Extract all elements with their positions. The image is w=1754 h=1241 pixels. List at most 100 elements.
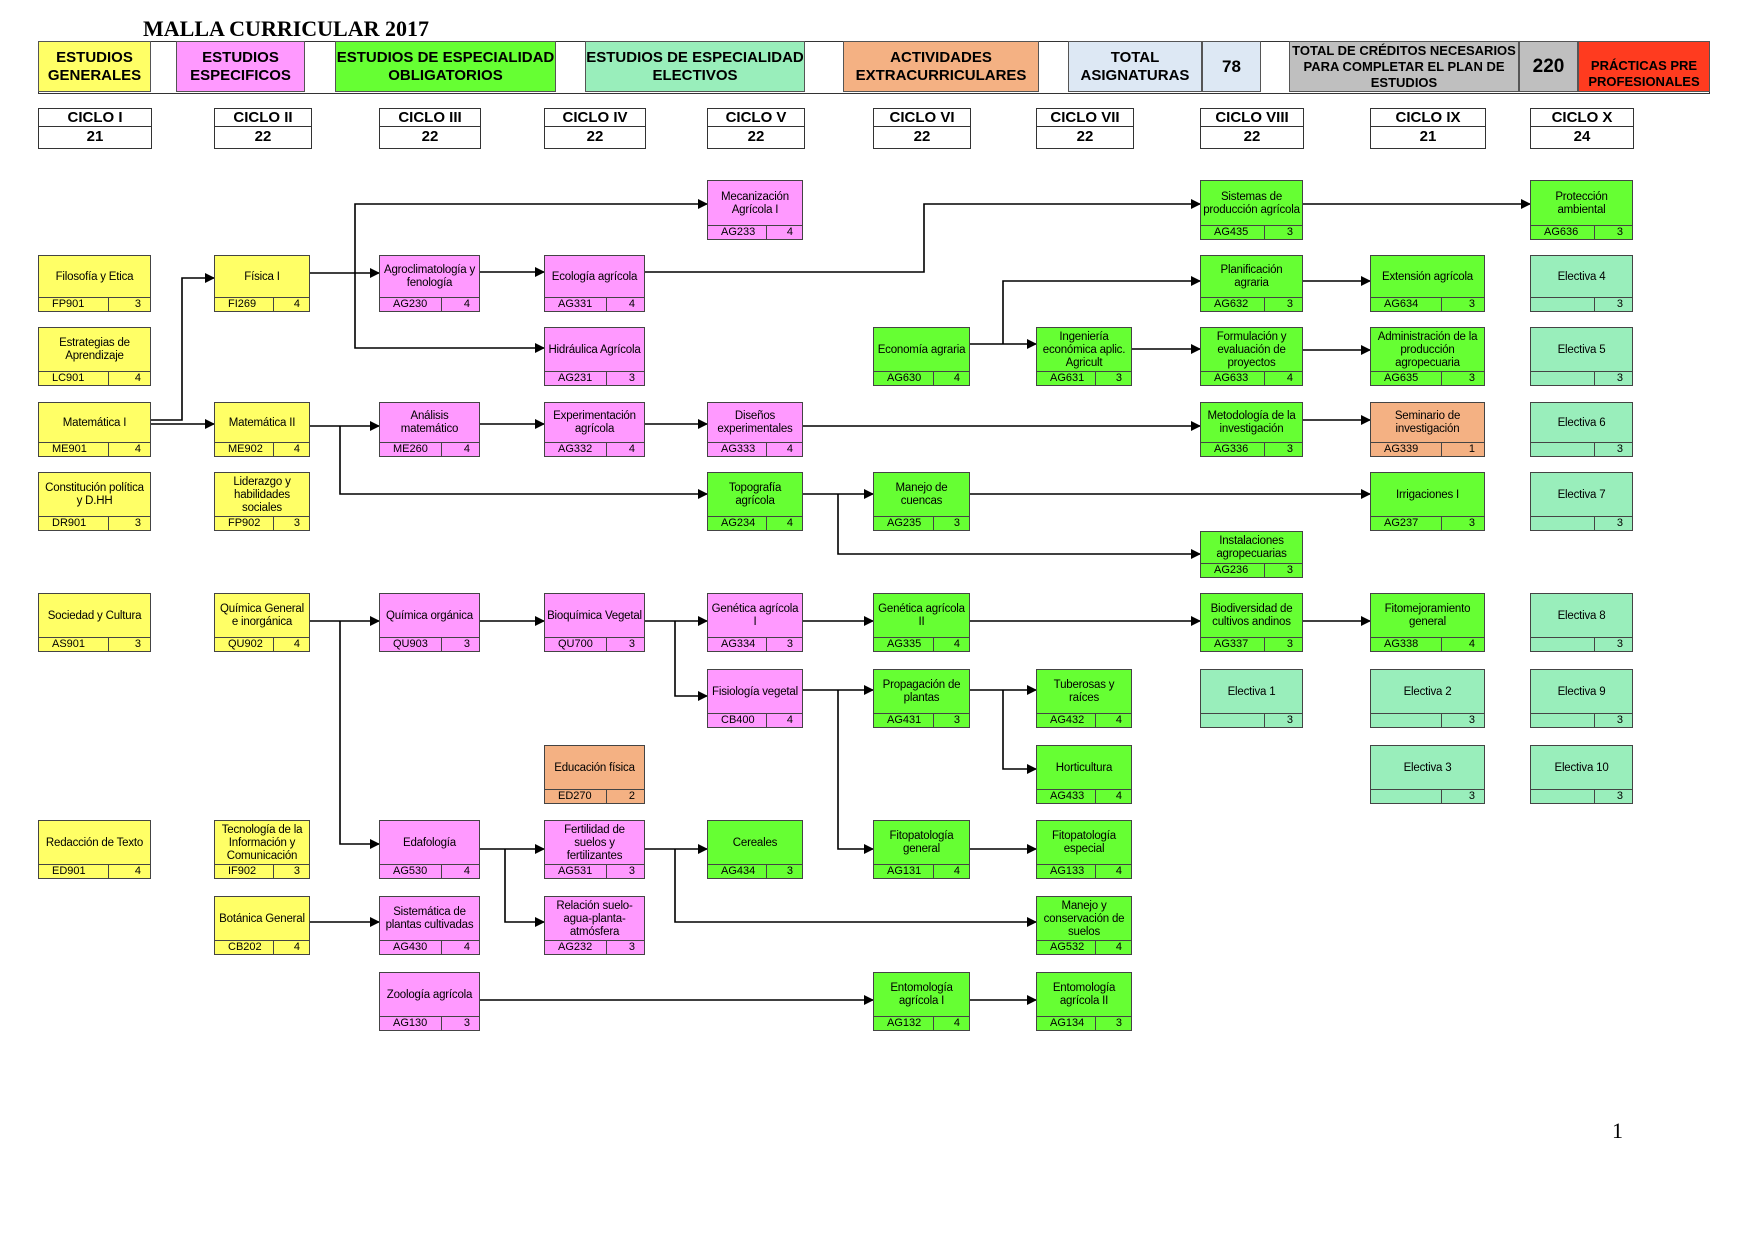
course-credits: 4 — [628, 443, 635, 455]
cycle-name: CICLO X — [1530, 108, 1634, 127]
course-footer-divider — [932, 372, 934, 385]
course-footer-divider — [1593, 298, 1595, 311]
course-credits: 3 — [628, 865, 635, 877]
course-name: Filosofía y Etica — [55, 270, 134, 283]
course-credits: 3 — [628, 372, 635, 384]
course-footer-divider — [606, 790, 608, 803]
course-credits: 3 — [1616, 638, 1623, 650]
course-name: Ecología agrícola — [551, 270, 638, 283]
course-code: AG230 — [393, 298, 428, 310]
course-credits: 3 — [953, 517, 960, 529]
course-credits: 3 — [134, 517, 141, 529]
course-credits: 3 — [1286, 226, 1293, 238]
course-footer-divider — [766, 865, 768, 878]
course-code: AG635 — [1384, 372, 1419, 384]
course-name: Tuberosas y raíces — [1053, 679, 1115, 704]
course-name: Seminario de investigación — [1394, 410, 1461, 435]
cycle-name: CICLO IV — [544, 108, 646, 127]
course-footer-divider — [1593, 714, 1595, 727]
course-name: Genética agrícola I — [711, 603, 799, 628]
course-credits: 4 — [953, 638, 960, 650]
cycle-name: CICLO VI — [873, 108, 971, 127]
prerequisite-arrow — [1002, 690, 1037, 774]
course-footer-divider — [1263, 443, 1265, 456]
course-footer-divider — [441, 865, 443, 878]
course-name: Metodología de la investigación — [1207, 410, 1296, 435]
course-credits: 3 — [1286, 638, 1293, 650]
course-credits: 4 — [953, 372, 960, 384]
course-credits: 4 — [134, 372, 141, 384]
course-footer-divider — [1095, 865, 1097, 878]
prerequisite-arrow — [645, 199, 1201, 273]
course-name: Edafología — [403, 836, 456, 849]
legend-electivos: ESTUDIOS DE ESPECIALIDAD ELECTIVOS — [585, 41, 805, 92]
legend-extracurriculares: ACTIVIDADES EXTRACURRICULARES — [843, 41, 1039, 92]
cycle-name: CICLO VII — [1036, 108, 1134, 127]
course-credits: 3 — [1286, 714, 1293, 726]
course-footer-divider — [1095, 714, 1097, 727]
course-credits: 3 — [463, 638, 470, 650]
course-credits: 4 — [293, 941, 300, 953]
legend-especificos: ESTUDIOS ESPECIFICOS — [176, 41, 305, 92]
course-credits: 3 — [1468, 790, 1475, 802]
course-footer: 3 — [1531, 371, 1632, 385]
course-name: Física I — [244, 270, 280, 283]
course-code: AG133 — [1050, 865, 1085, 877]
course-code: AG435 — [1214, 226, 1249, 238]
course-code: AG532 — [1050, 941, 1085, 953]
course-footer-divider — [107, 298, 109, 311]
course-footer-divider — [1593, 790, 1595, 803]
course-credits: 4 — [293, 638, 300, 650]
course-code: AG632 — [1214, 298, 1249, 310]
cycle-name: CICLO VIII — [1200, 108, 1304, 127]
course-code: AG232 — [558, 941, 593, 953]
course-code: AS901 — [52, 638, 86, 650]
course-credits: 4 — [1115, 790, 1122, 802]
course-code: AG130 — [393, 1017, 428, 1029]
course-footer: 3 — [1371, 789, 1484, 803]
course-name: Fisiología vegetal — [712, 685, 798, 698]
course-footer-divider — [441, 443, 443, 456]
course-code: AG331 — [558, 298, 593, 310]
course-footer-divider — [1593, 638, 1595, 651]
course-code: AG337 — [1214, 638, 1249, 650]
course-code: ED901 — [52, 865, 86, 877]
course-name: Educación física — [554, 761, 635, 774]
course-name: Ingeniería económica aplic. Agricult — [1042, 330, 1126, 369]
course-credits: 3 — [953, 714, 960, 726]
course-footer-divider — [441, 638, 443, 651]
course-name: Química General e inorgánica — [220, 603, 304, 628]
cycle-name: CICLO I — [38, 108, 152, 127]
course-name: Electiva 4 — [1557, 270, 1606, 283]
course-footer-divider — [606, 638, 608, 651]
